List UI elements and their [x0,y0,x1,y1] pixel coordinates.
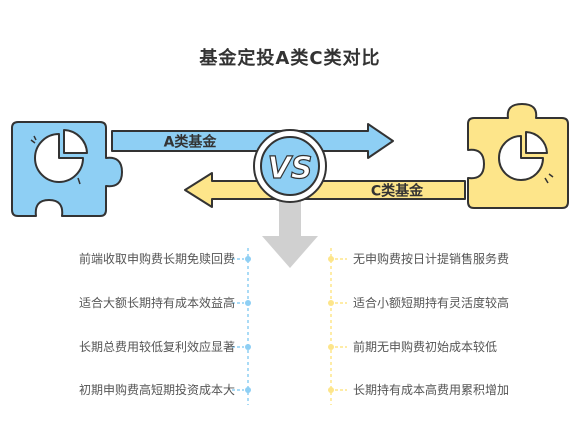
class-c-label: C类基金 [371,183,424,200]
pie-chart-icon [498,131,554,184]
class-c-item: 无申购费按日计提销售服务费 [353,252,510,266]
vs-text: VS [268,151,313,186]
class-a-timeline [232,248,251,405]
class-a-label: A类基金 [164,134,218,151]
class-c-item: 长期持有成本高费用累积增加 [353,383,510,397]
class-c-timeline [328,248,347,405]
class-c-arrow: C类基金 [184,172,466,208]
vs-badge-icon: VS [253,129,327,203]
class-c-item: 前期无申购费初始成本较低 [353,340,498,354]
class-c-item: 适合小额短期持有灵活度较高 [353,296,510,310]
class-c-puzzle-piece [467,103,569,209]
class-a-item: 前端收取申购费长期免赎回费 [78,252,235,266]
class-a-puzzle-piece [11,121,123,217]
down-arrow-icon [262,200,318,268]
class-a-arrow: A类基金 [111,123,394,159]
page-title: 基金定投A类C类对比 [199,48,381,69]
class-a-item: 适合大额长期持有成本效益高 [78,296,235,310]
class-a-item: 初期申购费高短期投资成本大 [78,383,235,397]
class-a-item: 长期总费用较低复利效应显著 [78,340,235,354]
pie-chart-icon [30,129,88,185]
